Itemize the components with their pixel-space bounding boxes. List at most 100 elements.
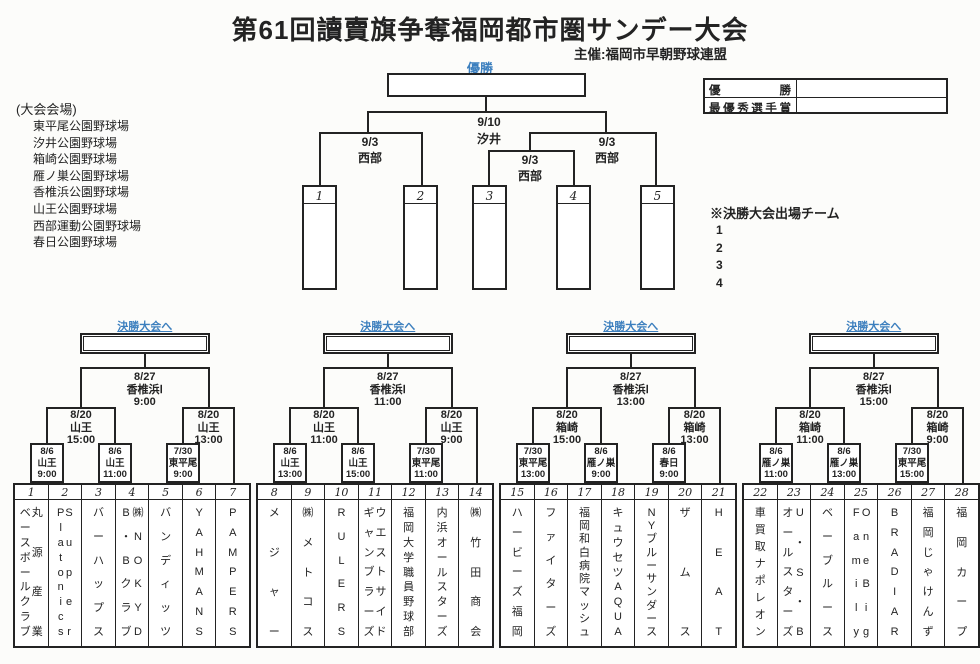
finals-slot-box: 3 <box>472 185 507 290</box>
bracket-line <box>872 354 875 367</box>
award-value <box>797 80 946 97</box>
bracket-line <box>207 367 210 409</box>
team-name: ファイターズ <box>545 508 556 646</box>
venue-item: 香椎浜公園野球場 <box>33 185 130 200</box>
bracket-line <box>80 367 210 369</box>
organizer: 主催:福岡市早朝野球連盟 <box>574 47 727 62</box>
bracket-line <box>529 132 657 134</box>
bracket-line <box>775 407 845 409</box>
team-name-column: ベーブルース <box>821 507 833 638</box>
team-number: 22 <box>744 485 777 500</box>
match-time: 15:00 <box>899 469 925 480</box>
bracket-line <box>421 132 423 186</box>
bracket-line <box>357 407 359 445</box>
match-time: 9:00 <box>591 469 611 480</box>
bracket-line <box>629 354 632 367</box>
team-number: 2 <box>48 485 82 500</box>
bracket-line <box>289 407 291 445</box>
match-time: 13:00 <box>616 396 645 408</box>
team-name: バンディッツ <box>160 508 171 646</box>
page-title: 第61回讀賣旗争奪福岡都市圏サンデー大会 <box>231 15 749 45</box>
match-venue: 山王 <box>280 457 300 469</box>
team-number: 16 <box>534 485 568 500</box>
team-name: 福岡和白病院マッシュ <box>579 508 590 646</box>
team-number: 28 <box>945 485 979 500</box>
match-venue: 東平尾 <box>518 457 548 469</box>
team-name-cell: ファイターズ <box>535 500 568 646</box>
match-time: 15:00 <box>345 469 371 480</box>
team-number: 14 <box>459 485 493 500</box>
team-name-cell: 福岡大学職員野球部 <box>392 500 425 646</box>
match-venue: 箱崎 <box>926 421 949 434</box>
match-venue: 春日 <box>659 457 679 469</box>
team-name: 福岡大学職員野球部 <box>403 508 414 646</box>
bracket-line <box>450 367 453 409</box>
team-name-column: ファイターズ <box>545 507 557 638</box>
match-time: 9:00 <box>133 396 156 408</box>
bracket-line <box>911 407 964 409</box>
bracket-line <box>573 150 575 186</box>
team-name-cell: 福岡和白病院マッシュ <box>568 500 601 646</box>
bracket-line <box>80 367 82 409</box>
match-venue: 東平尾 <box>897 457 927 469</box>
venue-heading: (大会会場) <box>16 102 77 117</box>
match-date: 8/20 <box>926 409 949 421</box>
team-name-column: バーハップス <box>92 507 104 638</box>
slot-number: 3 <box>474 187 505 204</box>
award-row: 最優秀選手賞 <box>705 98 946 115</box>
finals-slot-box: 4 <box>556 185 591 290</box>
match-date: 8/6 <box>837 446 851 457</box>
match-date: 8/6 <box>662 446 676 457</box>
team-name-cell: ㈱メトコス <box>292 500 325 646</box>
match-venue: 香椎浜Ⅰ <box>126 383 163 396</box>
block-final-box <box>322 333 453 354</box>
match-date: 8/6 <box>594 446 608 457</box>
team-name: 車買取ナポレオン <box>755 508 766 646</box>
venue-item: 山王公園野球場 <box>33 201 118 216</box>
to-finals-label: 決勝大会へ <box>360 321 416 333</box>
venue-list: (大会会場) 東平尾公園野球場 汐井公園野球場 箱崎公園野球場 雁ノ巣公園野球場… <box>16 99 141 251</box>
match-date: 8/27 <box>134 371 156 383</box>
team-name-column: ザムス <box>679 507 691 638</box>
qualifier-slot: 3 <box>716 258 723 272</box>
venue-item: 西部運動公園野球場 <box>33 218 142 233</box>
match-venue: 山王 <box>348 457 368 469</box>
awards-table: 優 勝 最優秀選手賞 <box>703 78 948 115</box>
slot-number: 5 <box>642 187 673 204</box>
match-time: 11:00 <box>310 434 338 446</box>
match-venue: 箱崎 <box>683 421 706 434</box>
team-number: 3 <box>82 485 115 500</box>
bracket-line <box>233 407 235 483</box>
team-name-cell: ハービーズ福岡 <box>501 500 534 646</box>
bracket-line <box>775 407 777 445</box>
team-number: 6 <box>182 485 216 500</box>
